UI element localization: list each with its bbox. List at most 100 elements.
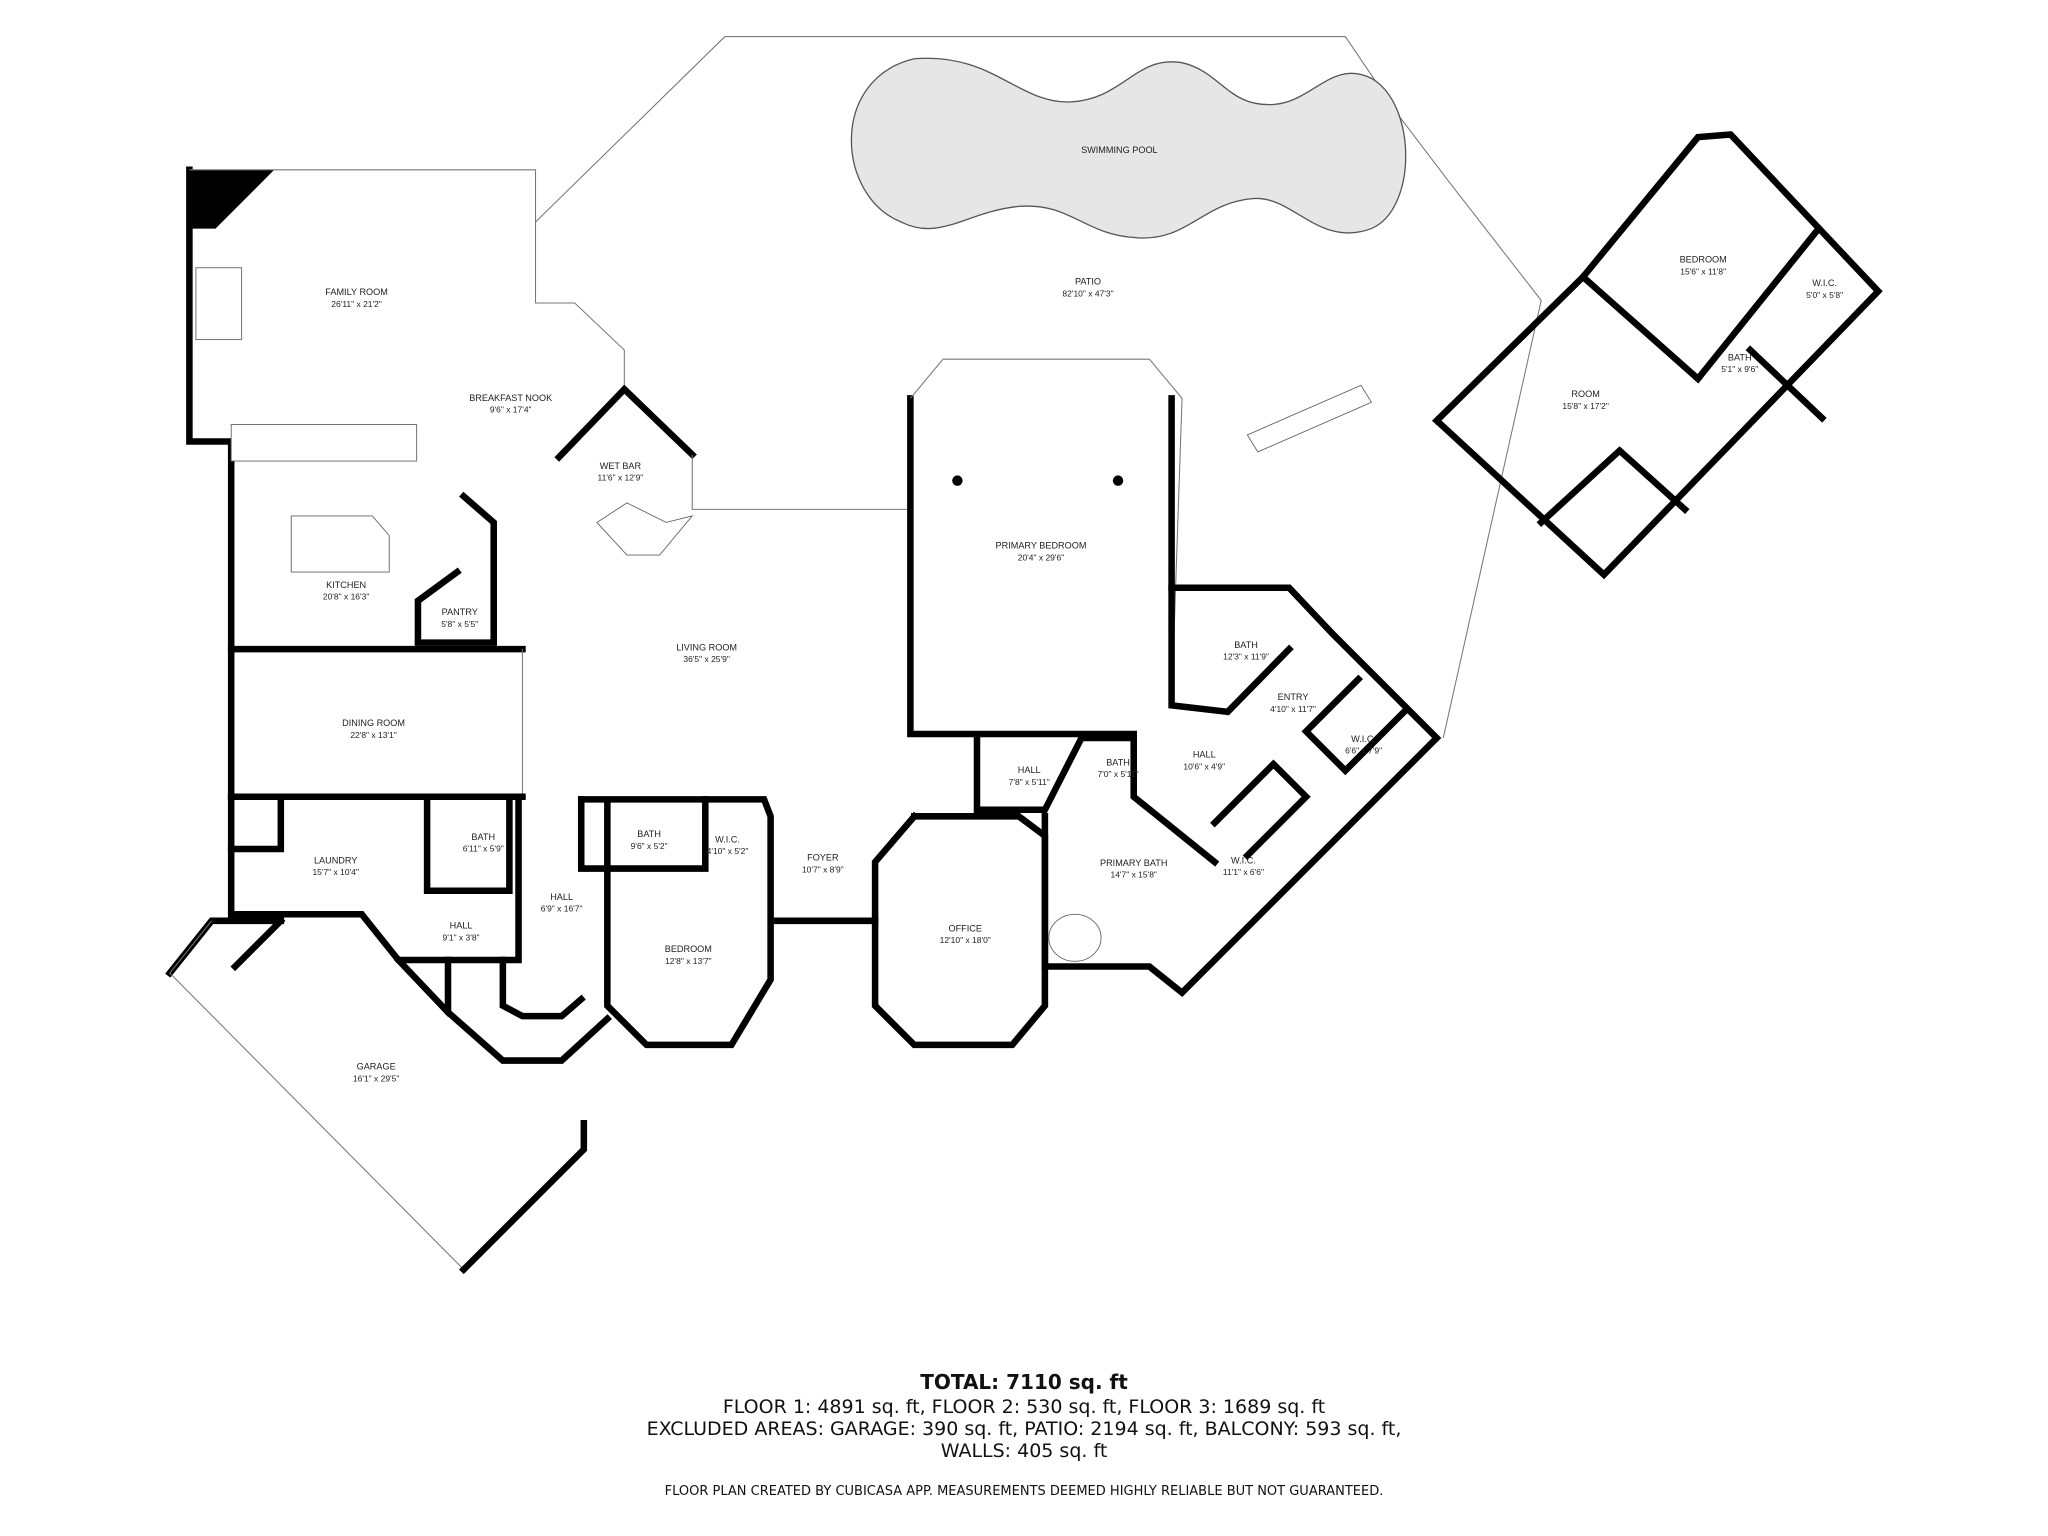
room-name: BATH xyxy=(1234,640,1258,650)
room-label: BEDROOM 12'8" x 13'7" xyxy=(665,944,712,966)
room-dimensions: 12'8" x 13'7" xyxy=(665,956,711,966)
room-name: FAMILY ROOM xyxy=(325,287,388,297)
room-name: BATH xyxy=(637,829,661,839)
bathtub xyxy=(1048,913,1102,962)
room-dimensions: 20'4" x 29'6" xyxy=(1018,552,1064,562)
room-name: DINING ROOM xyxy=(342,718,405,728)
room-label: OFFICE 12'10" x 18'0" xyxy=(940,923,991,945)
swimming-pool xyxy=(850,57,1407,239)
room-name: BATH xyxy=(471,832,495,842)
room-label: SWIMMING POOL xyxy=(1081,145,1158,155)
walls xyxy=(165,131,1883,1275)
room-dimensions: 22'8" x 13'1" xyxy=(350,730,396,740)
room-name: HALL xyxy=(1018,765,1041,775)
room-label: HALL 7'8" x 5'11" xyxy=(1009,765,1050,787)
room-dimensions: 9'6" x 5'2" xyxy=(631,841,668,851)
room-name: ROOM xyxy=(1571,389,1599,399)
room-name: LAUNDRY xyxy=(314,855,357,865)
room-label: W.I.C.11'1" x 6'6" xyxy=(1223,855,1264,877)
room-label: BATH 9'6" x 5'2" xyxy=(631,829,668,851)
room-label: PRIMARY BATH 14'7" x 15'8" xyxy=(1100,858,1167,880)
lamp-left xyxy=(952,475,963,486)
room-name: BREAKFAST NOOK xyxy=(469,393,552,403)
room-name: ENTRY xyxy=(1278,692,1309,702)
room-dimensions: 9'6" x 17'4" xyxy=(490,405,532,415)
disclaimer: FLOOR PLAN CREATED BY CUBICASA APP. MEAS… xyxy=(664,1484,1384,1499)
room-name: HALL xyxy=(550,892,573,902)
room-name: LIVING ROOM xyxy=(676,642,737,652)
room-dimensions: 11'1" x 6'6" xyxy=(1223,867,1264,877)
room-label: HALL 6'9" x 16'7" xyxy=(541,892,583,914)
room-label: FAMILY ROOM 26'11" x 21'2" xyxy=(325,287,388,309)
room-dimensions: 15'6" x 11'8" xyxy=(1680,266,1726,276)
room-dimensions: 5'1" x 9'6" xyxy=(1721,364,1758,374)
room-dimensions: 15'7" x 10'4" xyxy=(312,867,358,877)
room-dimensions: 7'0" x 5'11" xyxy=(1097,769,1138,779)
room-dimensions: 11'6" x 12'9" xyxy=(597,473,643,483)
kitchen-counter xyxy=(230,424,418,462)
floor-areas: FLOOR 1: 4891 sq. ft, FLOOR 2: 530 sq. f… xyxy=(722,1396,1326,1418)
room-dimensions: 7'8" x 5'11" xyxy=(1009,777,1050,787)
kitchen-island xyxy=(290,515,390,573)
room-dimensions: 26'11" x 21'2" xyxy=(331,299,382,309)
room-label: BATH 6'11" x 5'9" xyxy=(463,832,504,854)
lamp-right xyxy=(1112,475,1124,486)
room-label: W.I.C. 6'6" x 7'9" xyxy=(1345,734,1382,756)
fireplace-corner xyxy=(189,169,275,229)
room-label: W.I.C. 5'0" x 5'8" xyxy=(1806,278,1843,300)
room-dimensions: 20'8" x 16'3" xyxy=(323,592,369,602)
room-name: HALL xyxy=(450,921,473,931)
room-dimensions: 12'10" x 18'0" xyxy=(940,935,991,945)
room-name: BEDROOM xyxy=(1680,255,1727,265)
room-dimensions: 9'1" x 3'8" xyxy=(443,932,480,942)
room-label: BATH 7'0" x 5'11" xyxy=(1097,757,1138,779)
room-label: BATH 12'3" x 11'9" xyxy=(1223,640,1269,662)
room-label: W.I.C. 4'10" x 5'2" xyxy=(707,834,749,856)
room-dimensions: 4'10" x 5'2" xyxy=(707,846,749,856)
excluded-areas: EXCLUDED AREAS: GARAGE: 390 sq. ft, PATI… xyxy=(646,1418,1402,1440)
room-name: BATH xyxy=(1106,757,1130,767)
room-name: OFFICE xyxy=(948,923,981,933)
room-name: KITCHEN xyxy=(326,580,366,590)
walls-area: WALLS: 405 sq. ft xyxy=(940,1440,1108,1462)
room-name: BEDROOM xyxy=(665,944,712,954)
room-dimensions: 6'9" x 16'7" xyxy=(541,904,583,914)
room-dimensions: 36'5" x 25'9" xyxy=(683,654,729,664)
patio-bench xyxy=(1246,384,1373,453)
wet-bar-counter xyxy=(596,502,694,556)
room-label: BREAKFAST NOOK 9'6" x 17'4" xyxy=(469,393,552,415)
room-name: HALL xyxy=(1193,750,1216,760)
room-dimensions: 14'7" x 15'8" xyxy=(1110,870,1156,880)
room-name: W.I.C. xyxy=(1351,734,1376,744)
room-name: PANTRY xyxy=(442,607,478,617)
room-label: KITCHEN 20'8" x 16'3" xyxy=(323,580,369,602)
room-dimensions: 82'10" x 47'3" xyxy=(1062,288,1113,298)
room-dimensions: 12'3" x 11'9" xyxy=(1223,652,1269,662)
room-dimensions: 6'11" x 5'9" xyxy=(463,844,504,854)
room-dimensions: 10'7" x 8'9" xyxy=(802,864,844,874)
total-area: TOTAL: 7110 sq. ft xyxy=(920,1370,1128,1394)
room-name: SWIMMING POOL xyxy=(1081,145,1158,155)
room-dimensions: 10'6" x 4'9" xyxy=(1183,761,1225,771)
fireplace xyxy=(195,267,243,341)
room-dimensions: 16'1" x 29'5" xyxy=(353,1073,399,1083)
room-name: W.I.C. xyxy=(715,834,740,844)
room-dimensions: 6'6" x 7'9" xyxy=(1345,746,1382,756)
room-label: LIVING ROOM 36'5" x 25'9" xyxy=(676,642,737,664)
room-name: W.I.C. xyxy=(1812,278,1837,288)
room-dimensions: 5'0" x 5'8" xyxy=(1806,290,1843,300)
room-name: PATIO xyxy=(1075,277,1101,287)
room-name: PRIMARY BATH xyxy=(1100,858,1167,868)
